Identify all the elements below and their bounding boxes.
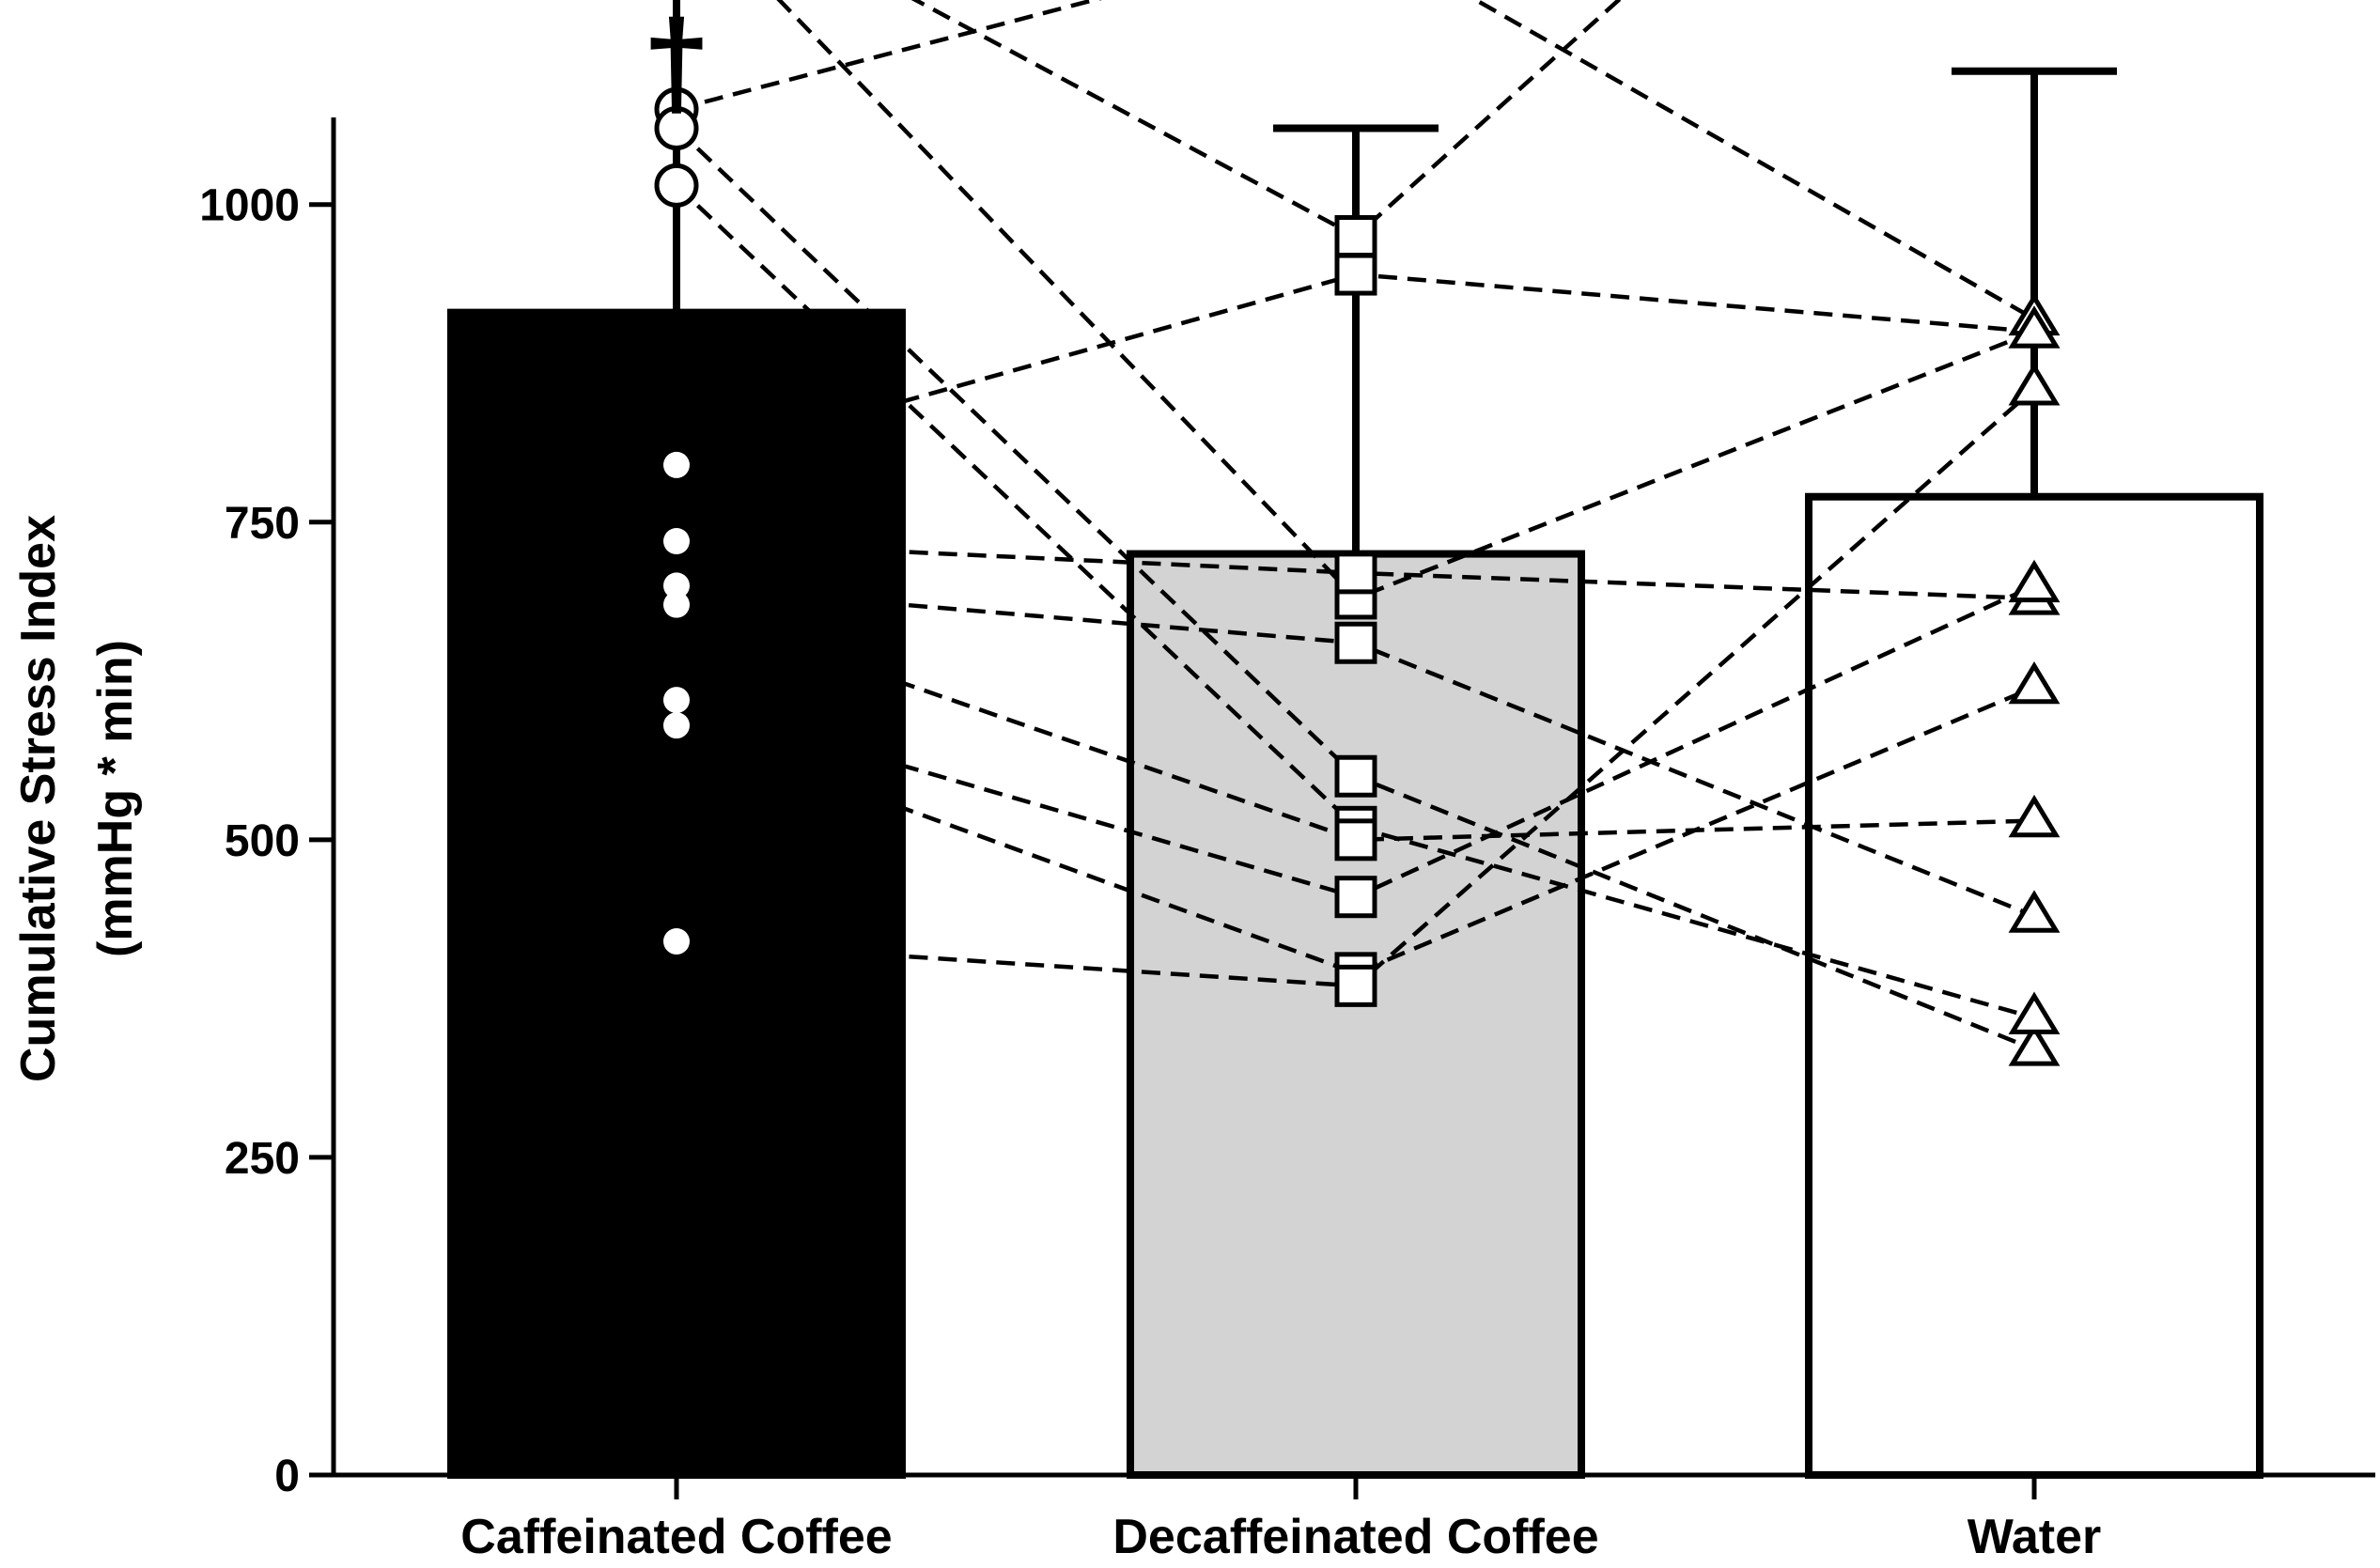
y-tick-label-1: 250	[225, 1134, 300, 1184]
y-tick-label-4: 1000	[199, 181, 300, 231]
point-caffeinated-11	[663, 712, 690, 739]
point-decaf-8	[1334, 621, 1377, 664]
subject-line-9	[676, 602, 2035, 843]
point-caffeinated-6	[663, 451, 690, 478]
point-decaf-10	[1334, 876, 1377, 919]
y-tick-label-0: 0	[274, 1452, 300, 1501]
point-water-6	[2008, 305, 2061, 349]
point-caffeinated-9	[663, 591, 690, 618]
point-water-8	[2008, 890, 2061, 933]
subject-line-11	[676, 685, 2035, 976]
subject-line-3	[676, 0, 2036, 321]
point-caffeinated-8	[663, 572, 690, 599]
bar-1	[1127, 550, 1585, 1479]
x-tick-label-0: Caffeinated Coffee	[460, 1510, 892, 1563]
point-caffeinated-10	[663, 687, 690, 714]
point-caffeinated-5	[654, 163, 699, 208]
y-tick-label-2: 500	[225, 816, 300, 866]
point-caffeinated-4	[654, 106, 699, 151]
point-decaf-4	[1334, 754, 1377, 798]
point-water-10	[2008, 559, 2061, 603]
point-decaf-7	[1334, 551, 1377, 595]
point-caffeinated-12	[663, 928, 690, 955]
point-water-4	[2008, 1023, 2061, 1066]
y-axis-label: Cumulative Stress Index	[11, 515, 66, 1082]
point-decaf-1	[1334, 215, 1377, 258]
point-water-9	[2008, 794, 2061, 838]
point-decaf-6	[1334, 253, 1377, 296]
bar-2	[1805, 492, 2263, 1479]
significance-dagger: †	[643, 0, 710, 132]
point-water-5	[2008, 991, 2061, 1034]
x-tick-label-2: Water	[1968, 1510, 2102, 1563]
x-tick-label-1: Decaffeinated Coffee	[1112, 1510, 1598, 1563]
bar-0	[447, 308, 906, 1479]
point-water-12	[2008, 363, 2061, 406]
y-tick-label-3: 750	[225, 499, 300, 549]
point-decaf-12	[1334, 964, 1377, 1007]
y-axis-units-label: (mmHg * min)	[88, 640, 143, 957]
point-caffeinated-7	[663, 528, 690, 555]
point-decaf-9	[1334, 818, 1377, 862]
point-water-11	[2008, 660, 2061, 705]
